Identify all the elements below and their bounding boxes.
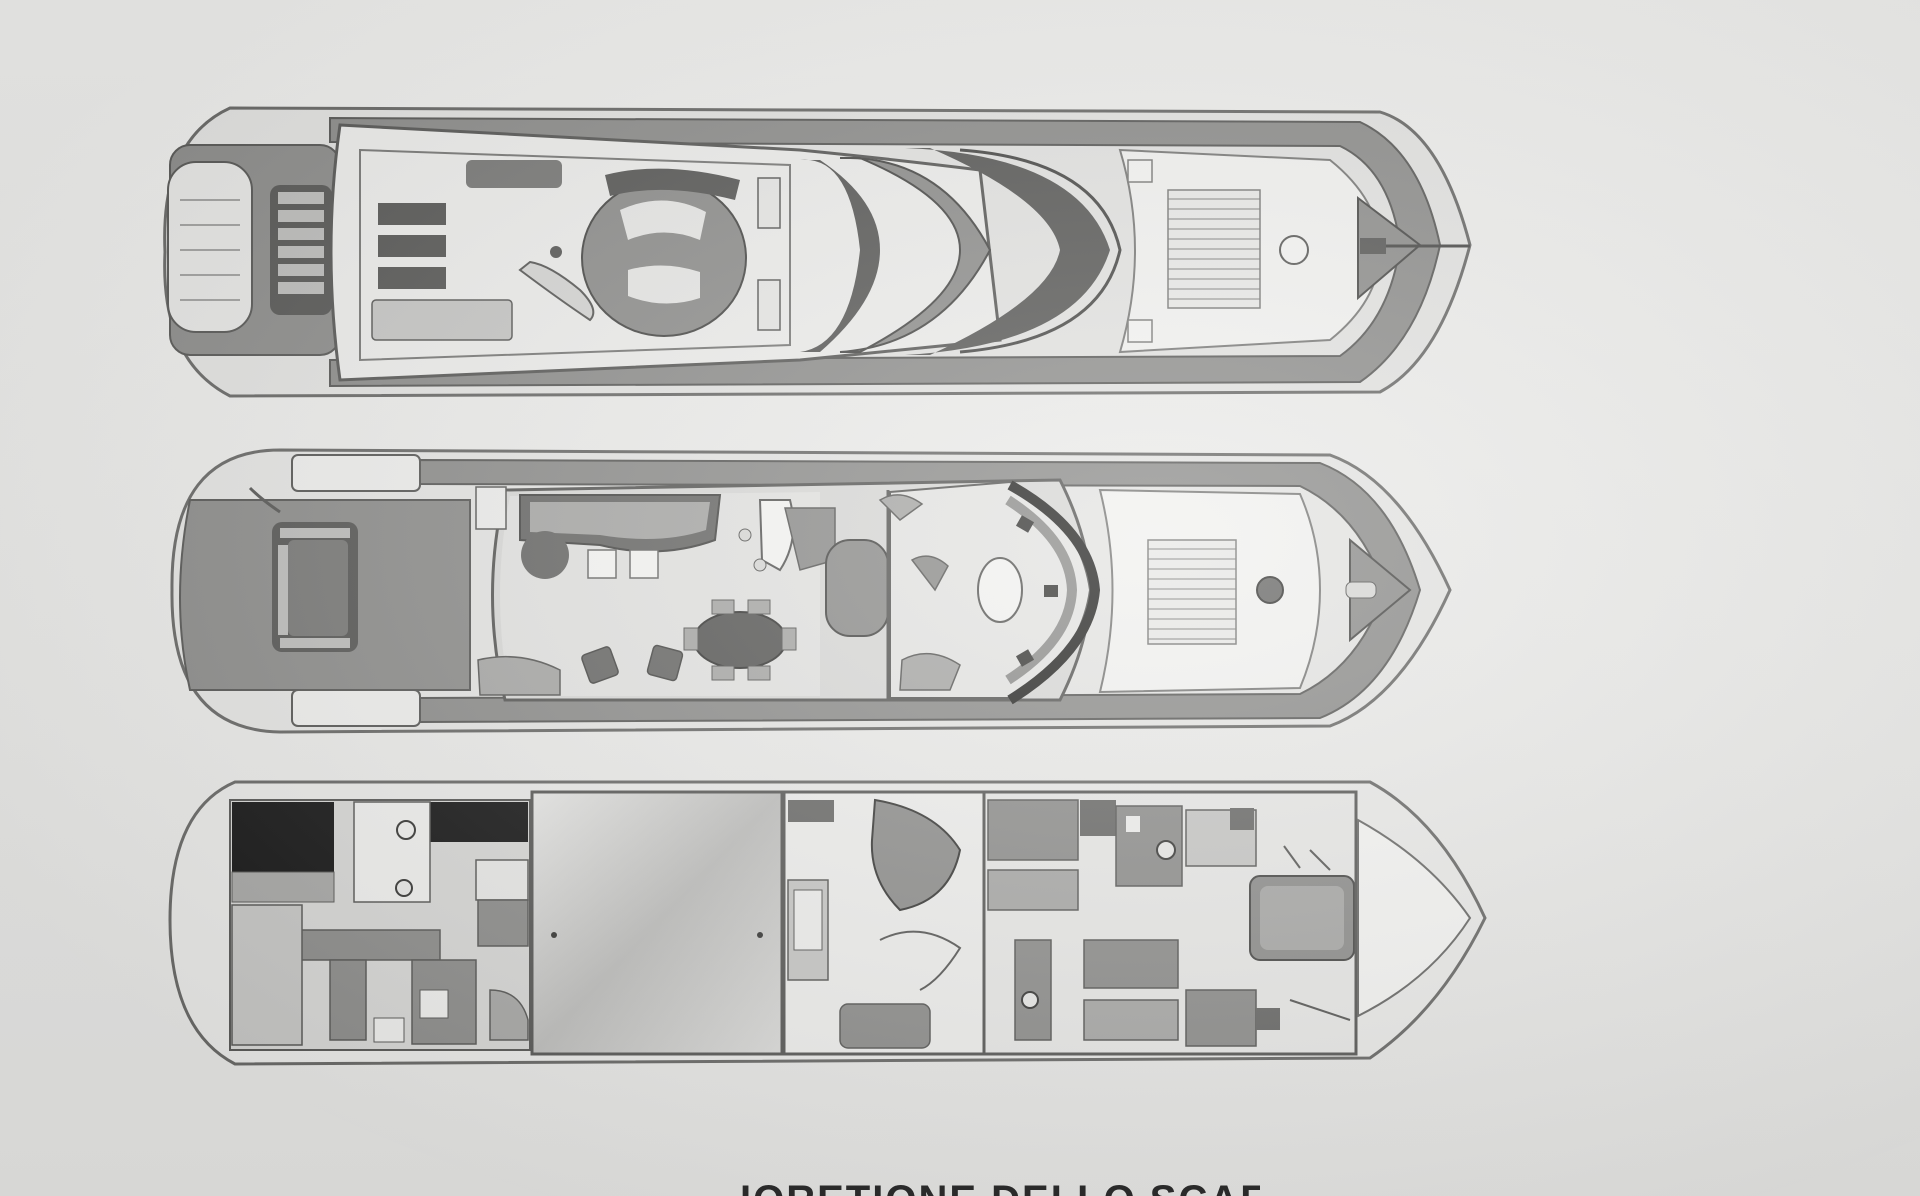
document-caption: IORETIONE DELLO SCAFO — [740, 1180, 1260, 1196]
main-deck-plan — [170, 448, 1452, 734]
lower-deck-plan — [168, 780, 1487, 1066]
flybridge-deck-plan — [163, 106, 1472, 398]
